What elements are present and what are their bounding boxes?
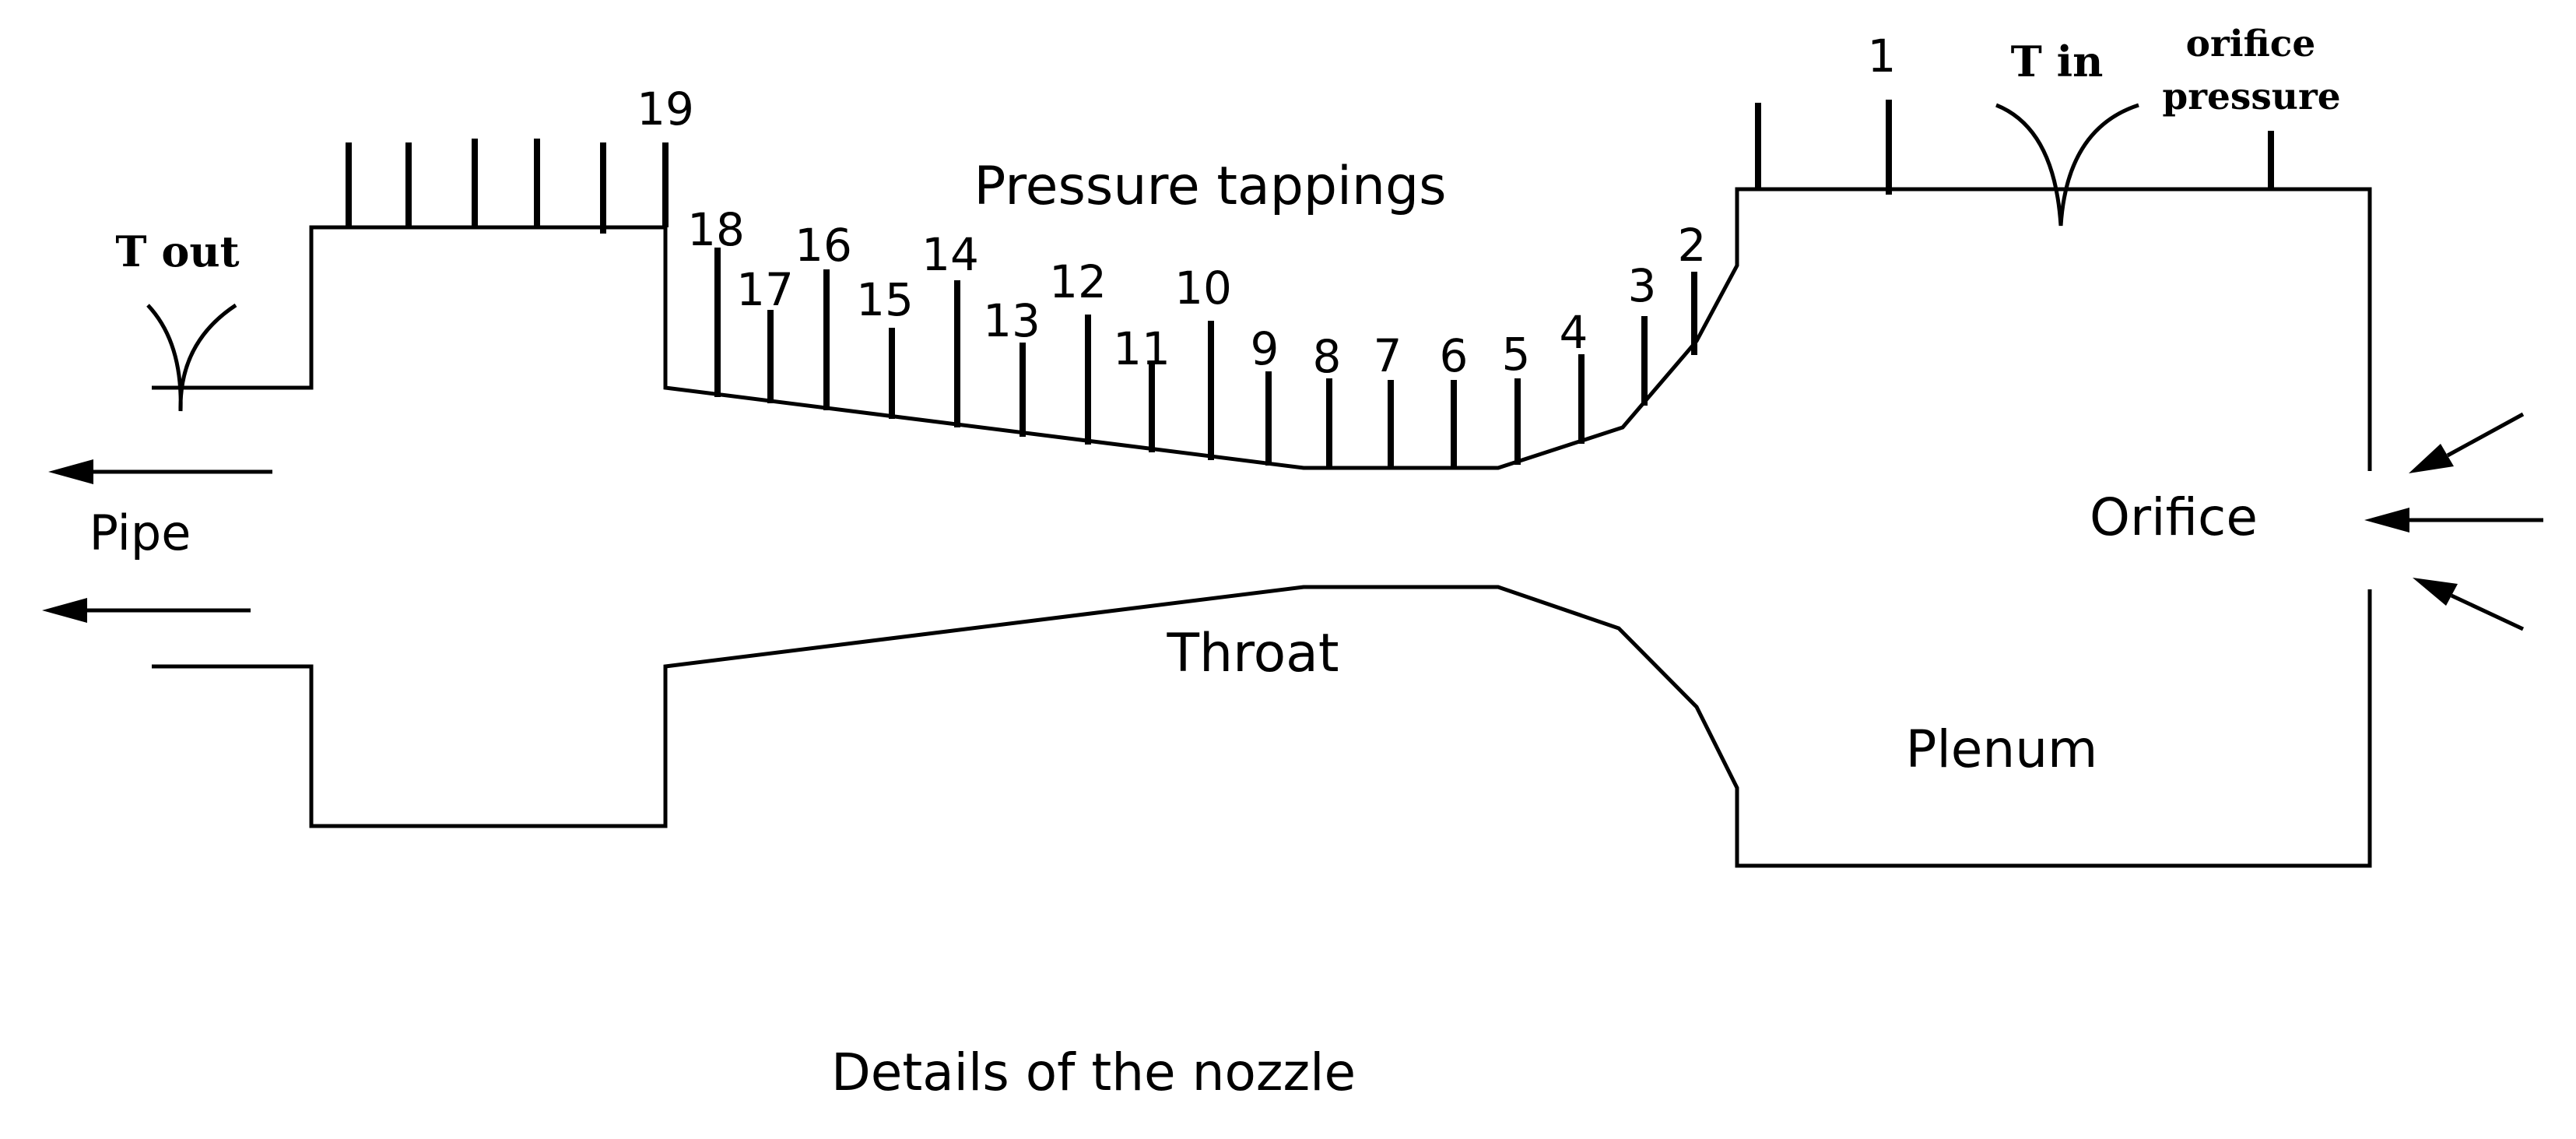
tap-number-10: 10 <box>1174 262 1232 315</box>
t-out-label: T out <box>115 227 239 276</box>
tap-number-19: 19 <box>637 83 694 135</box>
tap-number-8: 8 <box>1313 330 1342 383</box>
tap-number-12: 12 <box>1049 255 1107 308</box>
inlet-arrow-middle-icon <box>2364 508 2543 533</box>
orifice-label: Orifice <box>2090 487 2258 547</box>
tap-number-16: 16 <box>795 219 852 272</box>
inlet-arrow-upper-icon <box>2409 412 2525 473</box>
orifice-pressure-label-line1: orifice <box>2186 23 2316 65</box>
tap-number-3: 3 <box>1628 259 1657 312</box>
lower-wall <box>152 585 2372 868</box>
tap-number-9: 9 <box>1251 322 1279 375</box>
tap-number-15: 15 <box>856 273 914 326</box>
pressure-taps <box>346 100 2274 468</box>
t-in-thermocouple-icon <box>1995 103 2139 227</box>
orifice-pressure-label-line2: pressure <box>2162 76 2340 118</box>
tap-number-13: 13 <box>983 294 1041 347</box>
tap-number-11: 11 <box>1113 322 1170 375</box>
plenum-label: Plenum <box>1906 719 2098 779</box>
tap-number-1: 1 <box>1868 30 1897 83</box>
pipe-label: Pipe <box>89 504 191 561</box>
tap-number-17: 17 <box>736 263 794 316</box>
outlet-arrow-bottom-icon <box>42 598 251 623</box>
tap-number-5: 5 <box>1502 328 1531 381</box>
tap-number-7: 7 <box>1374 329 1402 382</box>
tap-number-2: 2 <box>1678 219 1707 272</box>
t-in-label: T in <box>2011 37 2104 86</box>
tap-number-18: 18 <box>687 203 745 256</box>
pressure-tappings-label: Pressure tappings <box>974 156 1446 217</box>
diagram-caption: Details of the nozzle <box>831 1042 1356 1102</box>
tap-number-6: 6 <box>1440 329 1469 382</box>
throat-label: Throat <box>1166 623 1339 684</box>
outlet-arrow-top-icon <box>48 459 272 484</box>
inlet-arrow-lower-icon <box>2413 578 2525 631</box>
upper-wall <box>152 187 2372 471</box>
tap-number-14: 14 <box>921 228 979 281</box>
t-out-thermocouple-icon <box>146 303 237 412</box>
tap-number-4: 4 <box>1560 306 1588 359</box>
